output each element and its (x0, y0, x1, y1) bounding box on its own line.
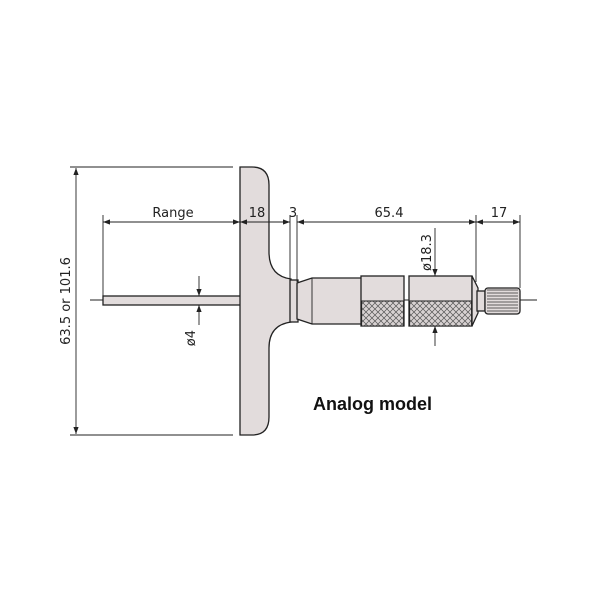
sleeve (296, 277, 363, 325)
base-width-label: 18 (249, 206, 266, 221)
range-label: Range (152, 206, 193, 221)
ratchet-ridges (487, 289, 518, 312)
ratchet-neck (476, 290, 486, 312)
rod-diameter-label: ø4 (184, 330, 199, 346)
ratchet (484, 287, 521, 315)
base (239, 166, 292, 436)
horizontal-dimensions (73, 168, 520, 434)
sleeve-length-label: 65.4 (375, 206, 404, 221)
thimble-knurl (409, 300, 473, 327)
ratchet-length-label: 17 (491, 206, 508, 221)
neck-label: 3 (289, 206, 297, 221)
measuring-rod (102, 295, 242, 306)
base-height-label: 63.5 or 101.6 (59, 257, 74, 345)
grip-ring-knurl (361, 300, 405, 327)
thimble-taper (471, 275, 479, 327)
caption: Analog model (313, 394, 432, 414)
extension-lines (70, 166, 521, 436)
thimble-diameter-label: ø18.3 (420, 234, 435, 271)
